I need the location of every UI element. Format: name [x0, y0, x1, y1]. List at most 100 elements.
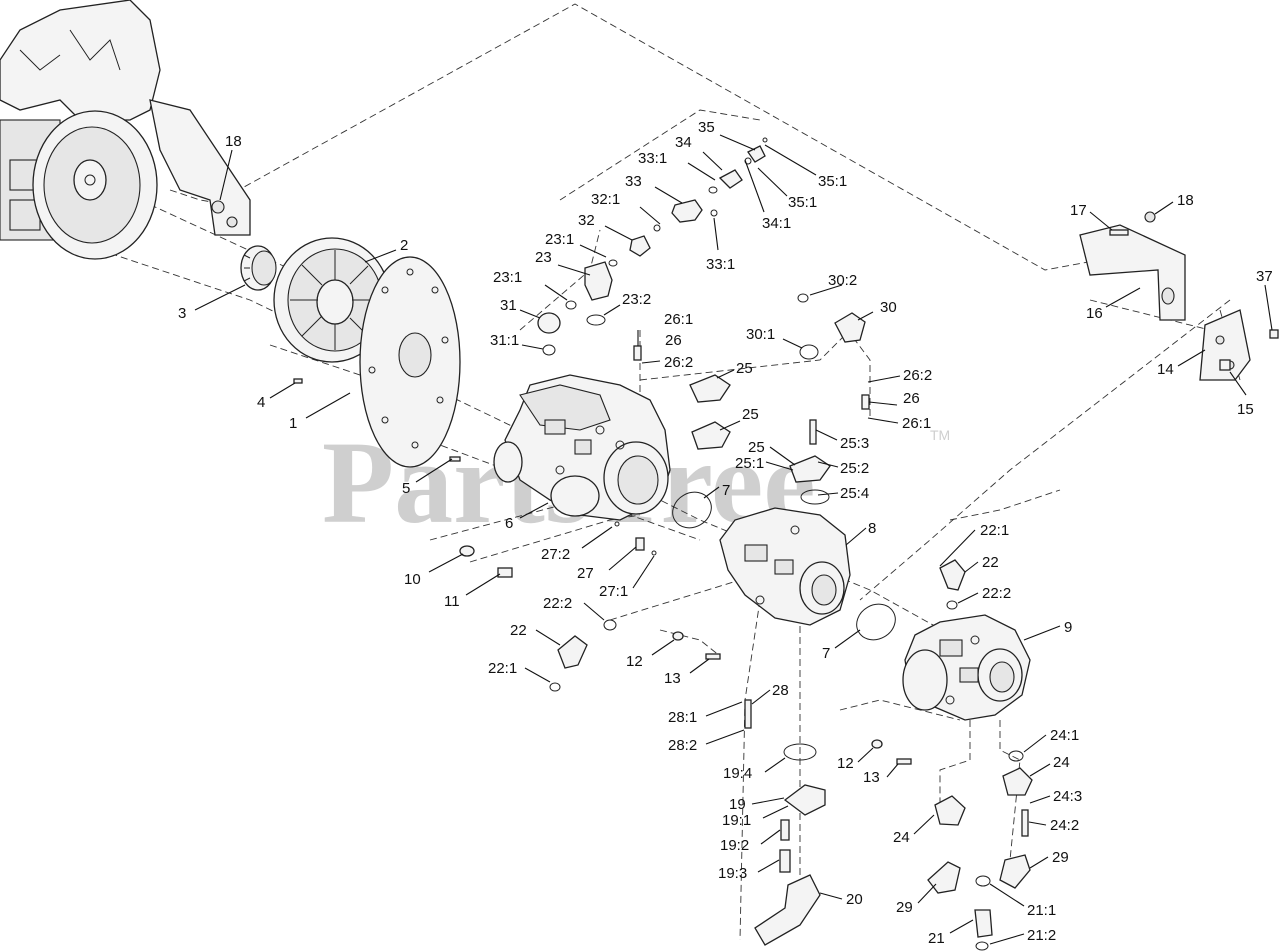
callout-33-1-bottom: 33:1	[706, 256, 735, 273]
callout-31-1: 31:1	[490, 332, 519, 349]
callout-25-1: 25:1	[735, 455, 764, 472]
callout-34-1: 34:1	[762, 215, 791, 232]
callout-24-2: 24:2	[1050, 817, 1079, 834]
callout-25-2: 25:2	[840, 460, 869, 477]
callout-1: 1	[289, 415, 297, 432]
callout-24-a: 24	[1053, 754, 1070, 771]
flex-plate	[359, 256, 461, 468]
third-pump	[902, 614, 1031, 721]
callout-26-a: 26	[665, 332, 682, 349]
callout-22-b: 22	[510, 622, 527, 639]
callout-6: 6	[505, 515, 513, 532]
callout-26-2-b: 26:2	[903, 367, 932, 384]
callout-33: 33	[625, 173, 642, 190]
callout-18-bracket: 18	[1177, 192, 1194, 209]
callout-24-3: 24:3	[1053, 788, 1082, 805]
damper-plate	[273, 237, 391, 363]
callout-22-a: 22	[982, 554, 999, 571]
callout-22-1-a: 22:1	[980, 522, 1009, 539]
callout-13-a: 13	[664, 670, 681, 687]
callout-29-a: 29	[896, 899, 913, 916]
callout-32-1: 32:1	[591, 191, 620, 208]
callout-27: 27	[577, 565, 594, 582]
watermark-trademark: TM	[930, 427, 950, 443]
callout-22-1-b: 22:1	[488, 660, 517, 677]
callout-21-2: 21:2	[1027, 927, 1056, 944]
callout-30: 30	[880, 299, 897, 316]
callout-20: 20	[846, 891, 863, 908]
callout-19: 19	[729, 796, 746, 813]
callout-35: 35	[698, 119, 715, 136]
callout-22-2-b: 22:2	[543, 595, 572, 612]
small-bolts	[293, 378, 912, 765]
engine-mount-bracket	[149, 99, 251, 236]
lower-fittings-24-29-21	[927, 750, 1033, 951]
fittings-22-27	[549, 521, 966, 692]
callout-26-b: 26	[903, 390, 920, 407]
callout-27-2: 27:2	[541, 546, 570, 563]
callout-26-1-b: 26:1	[902, 415, 931, 432]
callout-21: 21	[928, 930, 945, 947]
callout-8: 8	[868, 520, 876, 537]
callout-23-2: 23:2	[622, 291, 651, 308]
callout-26-2-a: 26:2	[664, 354, 693, 371]
callout-29-b: 29	[1052, 849, 1069, 866]
callout-12-b: 12	[837, 755, 854, 772]
lower-hose-group	[744, 699, 826, 946]
bracket-16	[1079, 211, 1186, 321]
callout-25-b: 25	[742, 406, 759, 423]
callout-19-1: 19:1	[722, 812, 751, 829]
callout-11: 11	[444, 593, 460, 610]
callout-23-1-top: 23:1	[545, 231, 574, 248]
callout-24-b: 24	[893, 829, 910, 846]
leader-lines	[194, 134, 1273, 945]
callout-26-1-a: 26:1	[664, 311, 693, 328]
callout-31: 31	[500, 297, 517, 314]
callout-19-2: 19:2	[720, 837, 749, 854]
callout-25-4: 25:4	[840, 485, 869, 502]
callout-12-a: 12	[626, 653, 643, 670]
callout-25-3: 25:3	[840, 435, 869, 452]
main-pump	[493, 374, 671, 521]
callout-24-1: 24:1	[1050, 727, 1079, 744]
callout-7-b: 7	[822, 645, 830, 662]
bracket-14	[1199, 309, 1279, 381]
callout-34: 34	[675, 134, 692, 151]
callout-13-b: 13	[863, 769, 880, 786]
callout-17: 17	[1070, 202, 1087, 219]
callout-28: 28	[772, 682, 789, 699]
callout-30-2: 30:2	[828, 272, 857, 289]
second-pump	[719, 507, 851, 626]
callout-4: 4	[257, 394, 265, 411]
o-ring-7a	[672, 491, 712, 529]
callout-32: 32	[578, 212, 595, 229]
callout-2: 2	[400, 237, 408, 254]
fitting-stack	[537, 137, 768, 356]
callout-7-a: 7	[722, 482, 730, 499]
callout-19-4: 19:4	[723, 765, 752, 782]
fitting-30	[797, 293, 866, 360]
flywheel	[32, 110, 158, 260]
callout-30-1: 30:1	[746, 326, 775, 343]
callout-35-1-a: 35:1	[818, 173, 847, 190]
callout-28-2: 28:2	[668, 737, 697, 754]
callout-3: 3	[178, 305, 186, 322]
callout-14: 14	[1157, 361, 1174, 378]
callout-28-1: 28:1	[668, 709, 697, 726]
callout-37: 37	[1256, 268, 1273, 285]
coupling-hub	[240, 245, 277, 291]
callout-25-a: 25	[736, 360, 753, 377]
callout-15: 15	[1237, 401, 1254, 418]
callout-21-1: 21:1	[1027, 902, 1056, 919]
callout-10: 10	[404, 571, 421, 588]
callout-25-c: 25	[748, 439, 765, 456]
callout-16: 16	[1086, 305, 1103, 322]
callout-19-3: 19:3	[718, 865, 747, 882]
o-ring-7b	[856, 603, 896, 641]
callout-27-1: 27:1	[599, 583, 628, 600]
callout-23: 23	[535, 249, 552, 266]
callout-5: 5	[402, 480, 410, 497]
callout-23-1-bottom: 23:1	[493, 269, 522, 286]
callout-9: 9	[1064, 619, 1072, 636]
